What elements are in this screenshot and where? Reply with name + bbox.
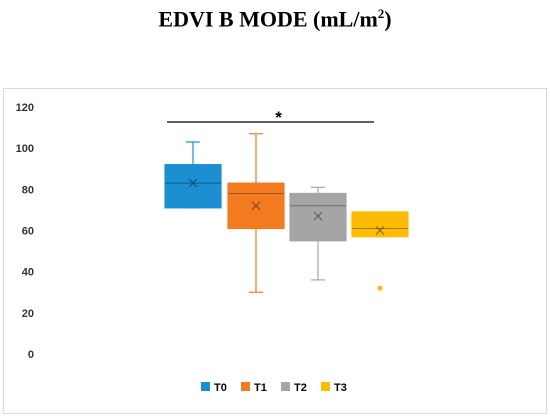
- box-t0: [164, 164, 222, 209]
- legend-swatch-t2: [281, 382, 290, 391]
- legend-swatch-t1: [241, 382, 250, 391]
- y-tick-label: 100: [16, 143, 34, 155]
- chart-title: EDVI B MODE (mL/m2): [0, 6, 550, 32]
- significance-label: *: [275, 108, 282, 127]
- chart-title-superscript: 2: [377, 6, 385, 21]
- legend-label-t3: T3: [334, 382, 347, 394]
- chart-title-close: ): [384, 6, 392, 32]
- legend-label-t2: T2: [294, 382, 307, 394]
- box-t3: [351, 211, 409, 238]
- y-tick-label: 120: [16, 102, 34, 114]
- chart-title-text: EDVI B MODE (mL/m: [158, 6, 378, 32]
- legend-label-t0: T0: [214, 382, 227, 394]
- mean-marker: [188, 178, 198, 188]
- y-tick-label: 0: [28, 349, 34, 361]
- mean-marker: [375, 226, 385, 235]
- box-t2: [289, 192, 347, 242]
- legend-label-t1: T1: [254, 382, 267, 394]
- y-tick-label: 20: [22, 308, 34, 320]
- plot-area-frame: [3, 88, 547, 414]
- mean-marker: [313, 211, 323, 221]
- y-tick-label: 80: [22, 184, 34, 196]
- outlier-point: [377, 285, 383, 291]
- legend-swatch-t0: [201, 382, 210, 391]
- mean-marker: [251, 201, 261, 211]
- y-tick-label: 40: [22, 267, 34, 279]
- box-t1: [227, 182, 285, 230]
- legend-swatch-t3: [321, 382, 330, 391]
- y-tick-label: 60: [22, 226, 34, 238]
